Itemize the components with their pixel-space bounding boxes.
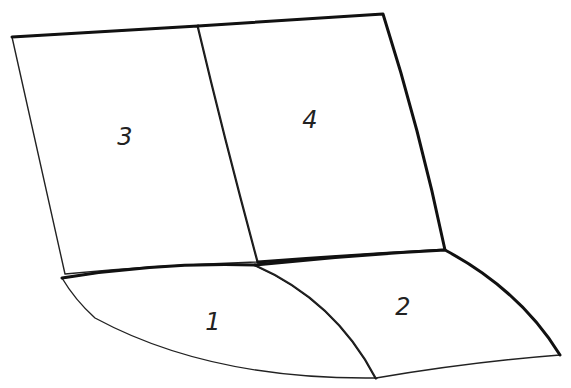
callout-number: 2 bbox=[395, 295, 410, 319]
callout-number: 3 bbox=[117, 125, 132, 149]
cushion-panel: 4 bbox=[192, 8, 450, 268]
cushion-panel: 2 bbox=[250, 244, 566, 384]
callout-number: 4 bbox=[302, 108, 317, 132]
panel-outline bbox=[192, 8, 450, 268]
callout-number: 1 bbox=[205, 310, 220, 334]
